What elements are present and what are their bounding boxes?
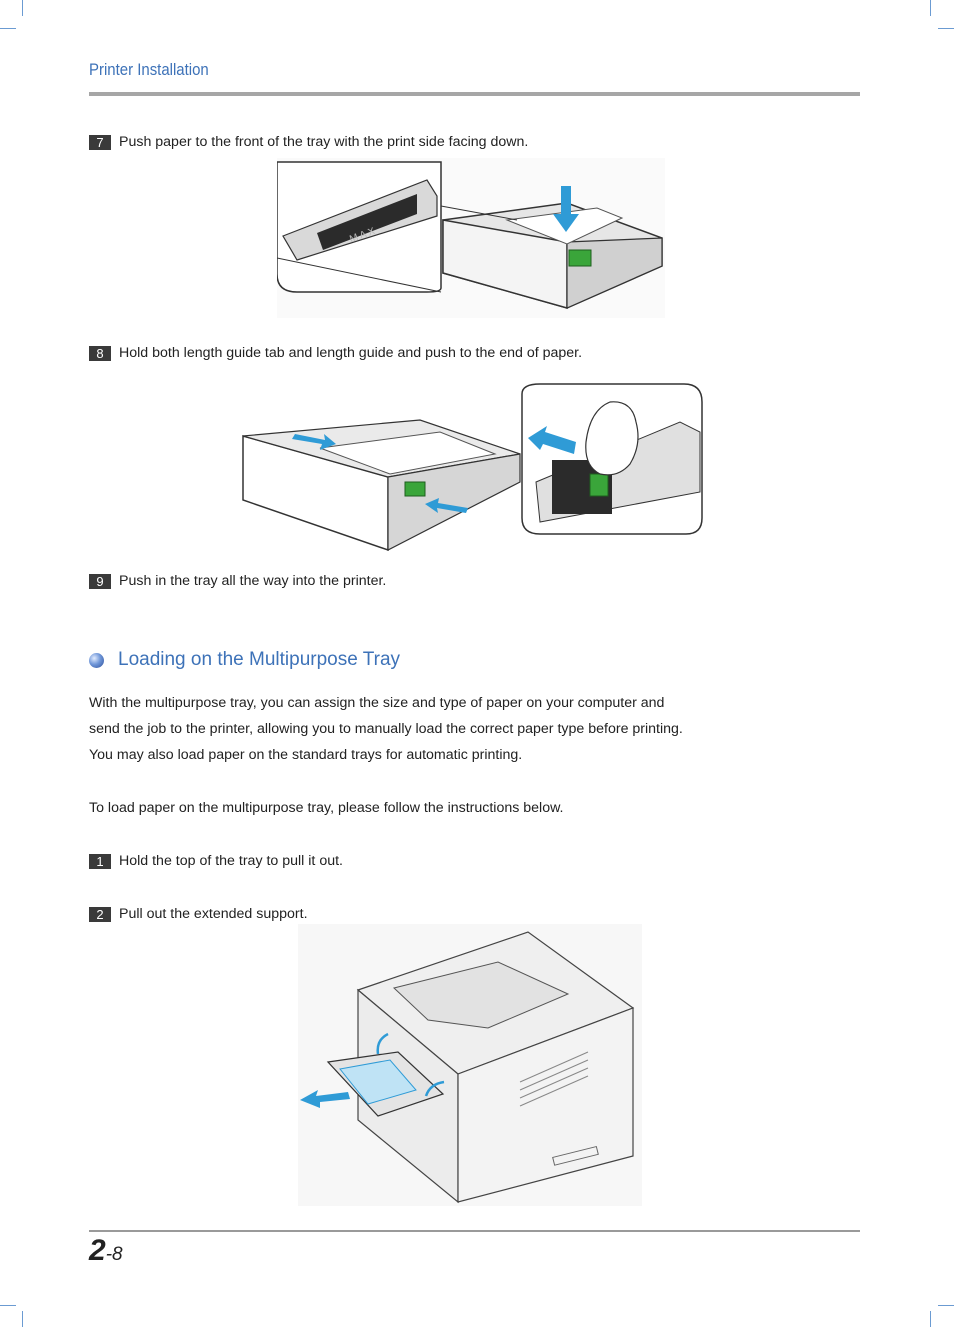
- step-8: 8 Hold both length guide tab and length …: [89, 344, 582, 362]
- chapter-number: 2: [89, 1234, 106, 1267]
- step-9: 9 Push in the tray all the way into the …: [89, 572, 386, 590]
- body-paragraph-line: With the multipurpose tray, you can assi…: [89, 695, 665, 711]
- crop-mark: [930, 0, 931, 16]
- crop-mark: [22, 1311, 23, 1327]
- step-number-badge: 8: [89, 345, 111, 361]
- step-number-badge: 9: [89, 573, 111, 589]
- header-divider: [89, 92, 860, 96]
- crop-mark: [0, 1305, 16, 1306]
- body-paragraph: To load paper on the multipurpose tray, …: [89, 800, 564, 816]
- step-number-badge: 7: [89, 134, 111, 150]
- bullet-icon: [89, 652, 104, 668]
- body-paragraph-line: You may also load paper on the standard …: [89, 747, 523, 763]
- step-number-badge: 1: [89, 853, 111, 869]
- step-text: Hold both length guide tab and length gu…: [119, 345, 583, 361]
- crop-mark: [930, 1311, 931, 1327]
- crop-mark: [22, 0, 23, 16]
- footer-divider: [89, 1230, 860, 1232]
- crop-mark: [938, 1305, 954, 1306]
- step-1: 1 Hold the top of the tray to pull it ou…: [89, 852, 343, 870]
- step-text: Hold the top of the tray to pull it out.: [119, 853, 343, 869]
- multipurpose-tray-illustration: [298, 924, 642, 1206]
- page-index: -8: [105, 1244, 123, 1265]
- step-text: Pull out the extended support.: [119, 906, 308, 922]
- crop-mark: [0, 28, 16, 29]
- step-text: Push paper to the front of the tray with…: [119, 134, 529, 150]
- section-heading: Loading on the Multipurpose Tray: [89, 649, 400, 671]
- step-2: 2 Pull out the extended support.: [89, 905, 308, 923]
- step-text: Push in the tray all the way into the pr…: [119, 573, 387, 589]
- section-title: Loading on the Multipurpose Tray: [118, 649, 401, 670]
- step-7: 7 Push paper to the front of the tray wi…: [89, 133, 528, 151]
- step-number-badge: 2: [89, 906, 111, 922]
- body-paragraph-line: send the job to the printer, allowing yo…: [89, 721, 683, 737]
- crop-mark: [938, 28, 954, 29]
- tray-push-paper-illustration: M A X: [277, 158, 665, 318]
- page-header-title: Printer Installation: [89, 60, 209, 79]
- page-number: 2-8: [89, 1234, 123, 1268]
- length-guide-illustration: [242, 383, 703, 552]
